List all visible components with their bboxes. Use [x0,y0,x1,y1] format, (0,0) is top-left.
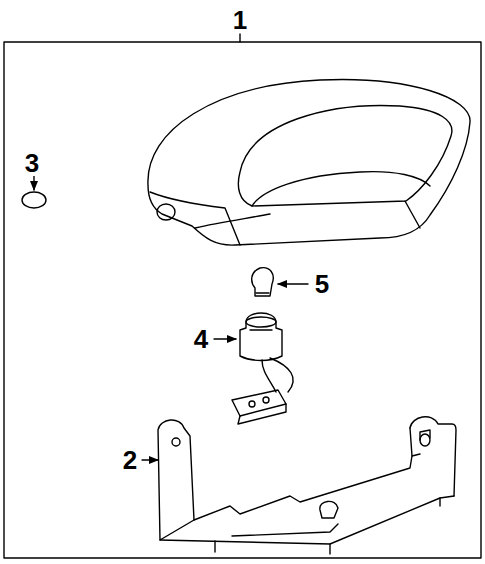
clip [22,192,46,208]
callout-number: 3 [23,150,41,176]
callout-number: 1 [231,7,249,33]
callout-number: 2 [121,447,139,473]
assembly-frame [4,42,481,558]
socket [232,313,293,424]
callout-number: 5 [313,271,331,297]
bulb [252,268,274,296]
bracket [158,417,456,554]
leader-line [239,34,240,42]
callout-number: 4 [192,326,210,352]
cluster-hood [148,80,470,246]
